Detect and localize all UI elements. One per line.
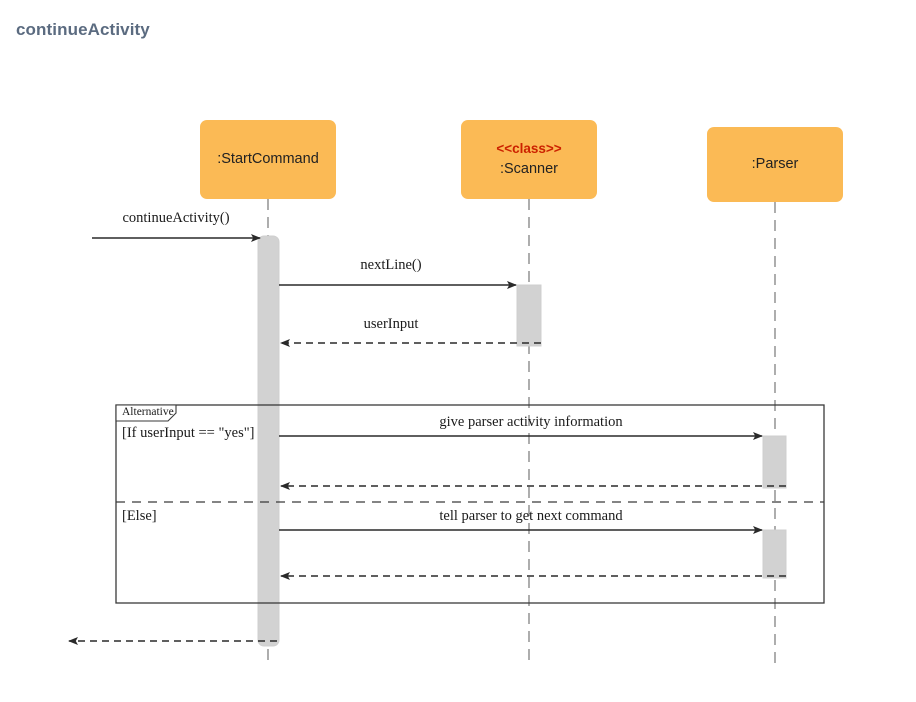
lifeline-name-scanner: :Scanner [499,161,559,178]
lifeline-name-parser: :Parser [751,156,799,173]
lifeline-axes [267,199,776,663]
activation-bars [257,235,787,647]
activation-bar-scanner [516,284,542,347]
fragment-alternative [115,404,825,604]
lifeline-header-startcommand[interactable]: :StartCommand [200,120,336,199]
message-label-userinput: userInput [363,316,419,332]
activation-bar-startcommand [257,235,280,647]
message-label-give-parser-activity-information: give parser activity information [439,414,623,430]
lifeline-name-startcommand: :StartCommand [217,151,319,168]
fragment-operator-tag [115,404,177,422]
fragment-operator-label: Alternative [122,406,174,418]
fragment-outline [115,404,825,604]
message-label-nextline: nextLine() [360,257,422,273]
fragment-guard-else: [Else] [122,508,157,524]
activation-bar-parser-1 [762,435,787,489]
message-label-continueactivity: continueActivity() [122,210,230,226]
lifeline-header-scanner[interactable]: <<class>> :Scanner [461,120,597,199]
lifeline-stereotype-scanner: <<class>> [496,140,562,156]
lifeline-header-parser[interactable]: :Parser [707,127,843,202]
fragment-guard-if: [If userInput == "yes"] [122,425,255,441]
message-arrows [68,234,786,645]
message-label-tell-parser-to-get-next-command: tell parser to get next command [439,508,623,524]
page-title: continueActivity [16,20,150,39]
activation-bar-parser-2 [762,529,787,579]
